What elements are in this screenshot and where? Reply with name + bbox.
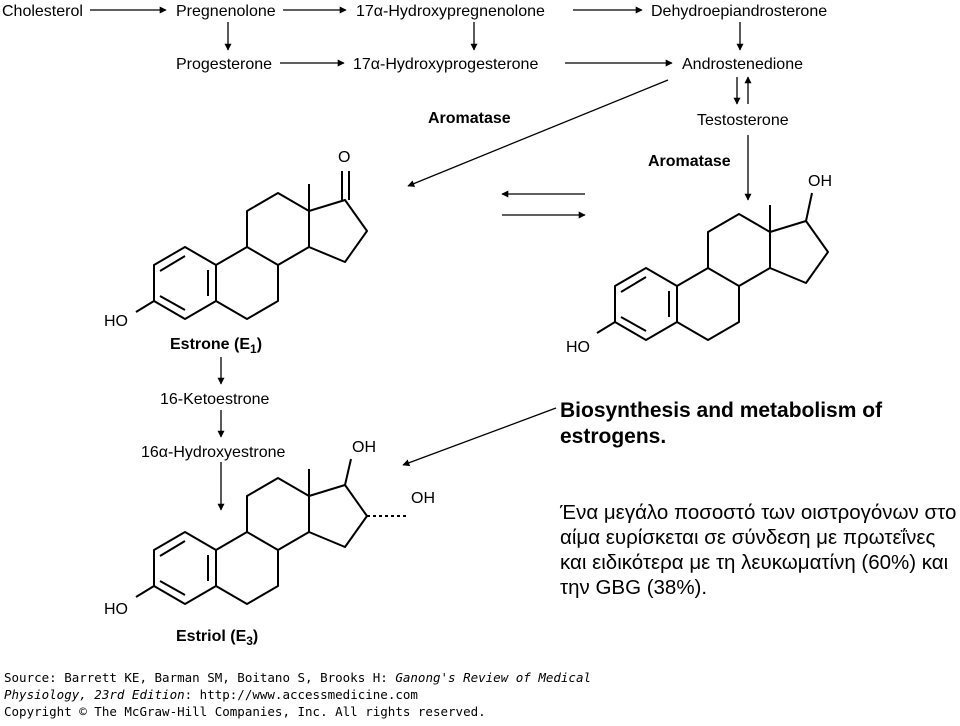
estrone-ring-a-double-bond-3 [159,295,186,311]
dhea-label: Dehydroepiandrosterone [651,3,827,20]
source-line-1: Source: Barrett KE, Barman SM, Boitano S… [4,669,591,686]
copyright-line: Copyright © The McGraw-Hill Companies, I… [4,704,486,719]
pregnenolone-label: Pregnenolone [176,3,276,20]
estrone-ring-b [215,246,279,320]
estradiol-ring-c [707,213,771,287]
estriol-ho-label: HO [104,601,128,618]
estradiol-oh-bond [805,192,813,222]
estriol-ring-d [308,484,368,548]
estrone-ring-a [153,246,217,320]
ketoestrone-label: 16-Ketoestrone [160,391,270,408]
arrow-panel-hydroxyestrone [402,407,557,467]
estrone-ring-c [246,192,310,266]
source-authors: Source: Barrett KE, Barman SM, Boitano S… [4,670,396,685]
estriol-ring-a-double-bond-3 [159,580,186,596]
estriol-structure [135,458,408,605]
arrow-androstenedione-estrone [407,79,669,187]
estriol-name: Estriol (E3) [176,628,258,648]
estradiol-ring-a-double-bond-1 [620,276,647,293]
estrone-structure [135,171,368,320]
estradiol-ring-d [769,220,829,284]
estriol-ring-c [246,477,310,551]
hydroxypregnenolone-label: 17α-Hydroxypregnenolone [356,3,545,20]
estrone-ho-bond [135,300,155,313]
source-book-title: Ganong's Review of Medical [395,670,592,685]
source-edition: Physiology, 23rd Edition [4,687,185,702]
estradiol-ho-bond [596,321,616,334]
estradiol-structure [596,192,829,341]
estrone-ho-label: HO [104,313,128,330]
aromatase-arrows [407,79,752,201]
estriol-ho-bond [135,585,155,598]
aromatase-label-right: Aromatase [648,153,731,170]
estriol-ring-b [215,531,279,605]
cholesterol-label: Cholesterol [2,3,83,20]
source-citation: Source: Barrett KE, Barman SM, Boitano S… [4,669,591,720]
estrone-oxo-label: O [338,149,350,166]
estriol-ring-a [153,531,217,605]
estradiol-ring-a-double-bond-3 [620,316,647,332]
source-url: : http://www.accessmedicine.com [184,687,418,702]
hydroxyestrone-label: 16α-Hydroxyestrone [141,444,286,461]
caption-body: Ένα μεγάλο ποσοστό των οιστρογόνων στο α… [560,501,957,599]
estriol-oh-side-label: OH [411,490,435,507]
aromatase-label-left: Aromatase [428,110,511,127]
androstenedione-testosterone-arrows [733,76,752,105]
estradiol-ring-a [614,267,678,341]
estradiol-ho-label: HO [566,339,590,356]
progesterone-label: Progesterone [176,56,272,73]
estrone-ring-a-double-bond-1 [159,255,186,272]
down-arrows [224,22,744,51]
estrone-estradiol-equilibrium [501,190,586,219]
caption-panel: Biosynthesis and metabolism of estrogens… [560,398,960,600]
estriol-oh-top-label: OH [352,439,376,456]
androstenedione-label: Androstenedione [682,56,803,73]
testosterone-label: Testosterone [697,112,789,129]
estrone-ring-d [308,199,368,263]
estriol-ring-a-double-bond-1 [159,540,186,557]
caption-title: Biosynthesis and metabolism of estrogens… [560,399,883,448]
estradiol-oh-label: OH [808,173,832,190]
hydroxyprogesterone-label: 17α-Hydroxyprogesterone [353,56,538,73]
estriol-oh-bond [344,458,352,486]
source-line-2: Physiology, 23rd Edition: http://www.acc… [4,686,591,703]
estradiol-ring-b [676,267,740,341]
estrone-name: Estrone (E1) [170,336,262,356]
